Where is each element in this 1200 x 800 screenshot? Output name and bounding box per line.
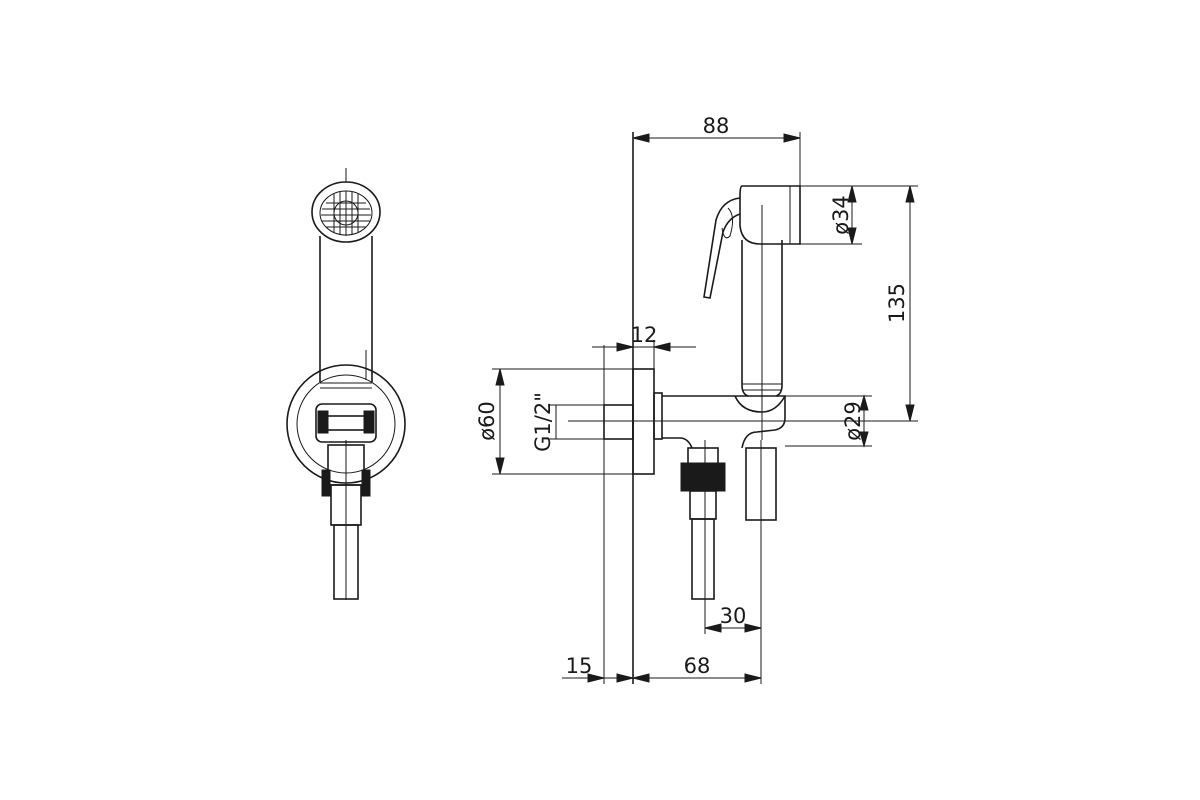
- label-12: 12: [631, 323, 658, 347]
- label-88: 88: [703, 114, 730, 138]
- side-view: [568, 132, 830, 684]
- lever-pivot: [721, 207, 734, 239]
- label-thread: G1/2": [531, 392, 555, 452]
- pipe-left: [691, 518, 715, 600]
- nut-right: [361, 469, 371, 497]
- label-15: 15: [566, 654, 593, 678]
- label-68: 68: [684, 654, 711, 678]
- handle-body: [319, 236, 373, 382]
- threaded-nut: [680, 462, 726, 492]
- label-d29: ø29: [841, 401, 865, 441]
- label-135: 135: [885, 283, 909, 323]
- dimension-labels: 88 ø34 135 12 ø60 G1/2" ø29 30 15 68: [475, 114, 909, 678]
- pipe-neck: [687, 447, 719, 465]
- holder-clip: [325, 415, 367, 431]
- label-30: 30: [720, 604, 747, 628]
- arm-body: [662, 395, 786, 449]
- label-d34: ø34: [829, 195, 853, 235]
- dimension-lines: [492, 132, 918, 683]
- front-view: [286, 168, 406, 600]
- holder-screw-left: [317, 410, 329, 434]
- spray-nozzle-grid: [321, 191, 371, 236]
- thread-fitting: [603, 404, 634, 440]
- pipe-segment: [689, 490, 717, 520]
- flange-step: [653, 392, 663, 440]
- trigger-lever: [703, 197, 741, 299]
- handset-body: [741, 240, 783, 397]
- label-d60: ø60: [475, 401, 499, 441]
- handset-head: [739, 185, 801, 245]
- holder-screw-right: [363, 410, 375, 434]
- holder-cradle: [734, 395, 786, 413]
- nut-left: [321, 469, 331, 497]
